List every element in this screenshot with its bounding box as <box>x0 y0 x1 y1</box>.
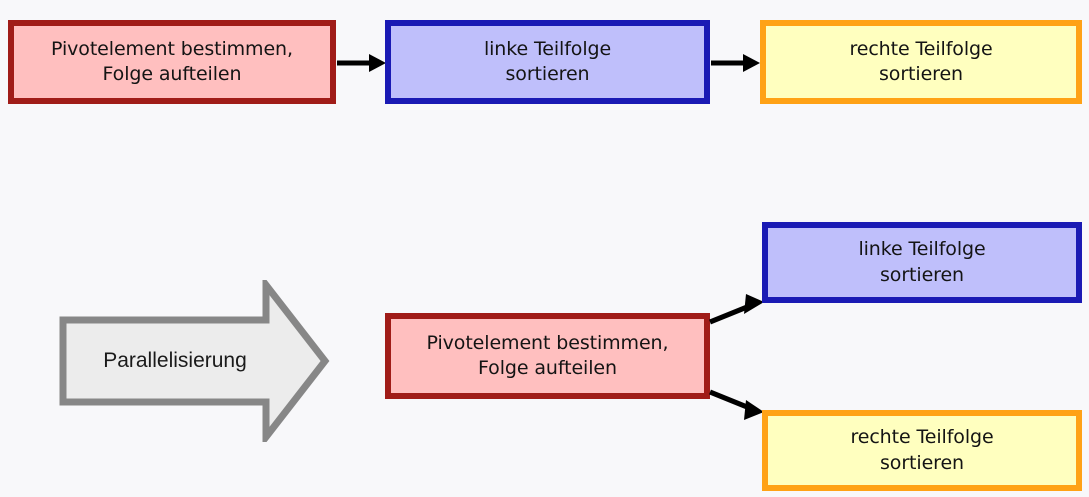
node-parallel-pivot[interactable]: Pivotelement bestimmen, Folge aufteilen <box>385 313 710 399</box>
parallelization-label: Parallelisierung <box>58 280 330 442</box>
connector-par-pivot-to-left <box>709 294 764 325</box>
node-label-line1: rechte Teilfolge <box>849 37 993 60</box>
connector-par-pivot-to-right <box>709 389 764 420</box>
node-sequential-left[interactable]: linke Teilfolge sortieren <box>385 20 710 104</box>
parallelization-text: Parallelisierung <box>103 349 247 372</box>
node-label-line2: Folge aufteilen <box>102 63 242 85</box>
connector-seq-left-to-right <box>711 54 760 72</box>
node-sequential-right[interactable]: rechte Teilfolge sortieren <box>760 20 1082 104</box>
node-label-line1: linke Teilfolge <box>483 37 612 60</box>
node-label-line1: Pivotelement bestimmen, <box>426 331 669 354</box>
connector-seq-pivot-to-left <box>337 54 386 72</box>
node-label-line2: sortieren <box>879 63 963 85</box>
node-label-line1: linke Teilfolge <box>858 238 986 261</box>
node-parallel-left[interactable]: linke Teilfolge sortieren <box>762 222 1082 303</box>
node-label-line2: Folge aufteilen <box>478 357 617 379</box>
node-label-line1: rechte Teilfolge <box>850 426 994 449</box>
node-label-line2: sortieren <box>880 451 964 474</box>
node-parallel-right[interactable]: rechte Teilfolge sortieren <box>762 410 1082 491</box>
parallelization-block-arrow-icon <box>59 280 330 442</box>
node-label-line2: sortieren <box>880 263 964 286</box>
node-label-line2: sortieren <box>505 63 590 85</box>
node-label-line1: Pivotelement bestimmen, <box>51 37 293 60</box>
node-sequential-pivot[interactable]: Pivotelement bestimmen, Folge aufteilen <box>8 20 336 104</box>
